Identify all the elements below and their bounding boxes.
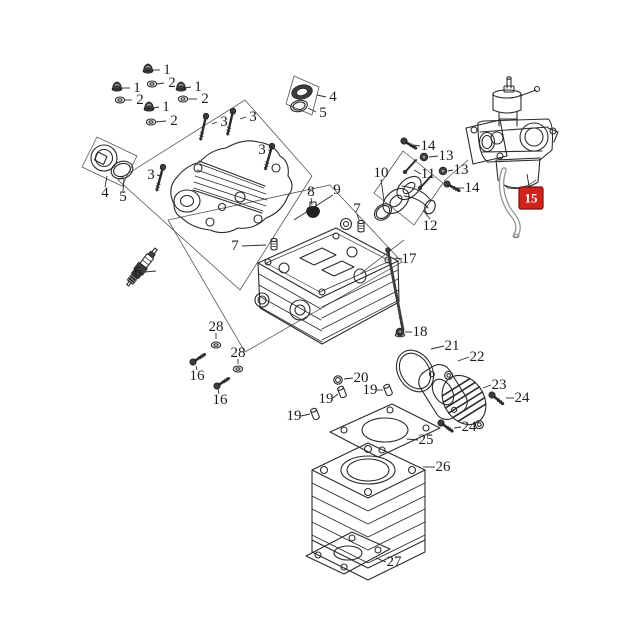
part-label-7[interactable]: 7 <box>231 238 239 254</box>
part-label-1[interactable]: 1 <box>162 99 170 115</box>
fuel-hose <box>498 167 521 239</box>
leader-lines <box>104 69 530 563</box>
part-label-5[interactable]: 5 <box>319 105 327 121</box>
part-label-1[interactable]: 1 <box>163 62 171 78</box>
rings-box-left <box>81 136 138 187</box>
part-label-20[interactable]: 20 <box>354 370 369 386</box>
part-label-28[interactable]: 28 <box>209 319 224 335</box>
part-label-2[interactable]: 2 <box>170 113 178 129</box>
assembly-line-manifold <box>359 239 405 275</box>
part-label-9[interactable]: 9 <box>333 182 341 198</box>
part-label-2[interactable]: 2 <box>136 92 144 108</box>
group-outline-head-cover <box>117 99 313 291</box>
part-label-14[interactable]: 14 <box>465 180 481 196</box>
part-label-7[interactable]: 7 <box>353 201 361 217</box>
cover-gasket-22 <box>418 364 468 420</box>
part-label-21[interactable]: 21 <box>445 338 460 354</box>
highlighted-part-box[interactable] <box>518 186 544 210</box>
part-label-4[interactable]: 4 <box>101 185 109 201</box>
part-label-13[interactable]: 13 <box>454 162 469 178</box>
part-label-24[interactable]: 24 <box>462 419 478 435</box>
head-gasket-25 <box>329 403 441 458</box>
part-label-3[interactable]: 3 <box>258 142 266 158</box>
part-label-1[interactable]: 1 <box>194 79 202 95</box>
part-label-10[interactable]: 10 <box>374 165 389 181</box>
part-label-18[interactable]: 18 <box>413 324 428 340</box>
part-label-17[interactable]: 17 <box>402 251 418 267</box>
part-label-15[interactable]: 15 <box>525 191 539 206</box>
part-label-22[interactable]: 22 <box>470 349 485 365</box>
part-label-23[interactable]: 23 <box>492 377 507 393</box>
part-label-25[interactable]: 25 <box>419 432 434 448</box>
part-label-4[interactable]: 4 <box>329 89 337 105</box>
part-label-19[interactable]: 19 <box>287 408 302 424</box>
part-label-6[interactable]: 6 <box>134 264 142 280</box>
part-label-5[interactable]: 5 <box>119 189 127 205</box>
part-label-2[interactable]: 2 <box>168 75 176 91</box>
part-label-19[interactable]: 19 <box>319 391 334 407</box>
rings-box-right <box>285 75 320 116</box>
part-label-27[interactable]: 27 <box>387 554 403 570</box>
base-gasket-27 <box>305 531 391 575</box>
side-cover-23 <box>441 370 487 430</box>
part-label-16[interactable]: 16 <box>190 368 206 384</box>
group-outline-cylinder-head <box>167 184 403 353</box>
part-label-19[interactable]: 19 <box>363 382 378 398</box>
part-label-8[interactable]: 8 <box>307 184 315 200</box>
spark-plug <box>126 247 158 287</box>
part-label-3[interactable]: 3 <box>147 167 155 183</box>
cylinder-head <box>254 217 400 345</box>
part-label-24[interactable]: 24 <box>515 390 531 406</box>
part-label-14[interactable]: 14 <box>421 138 437 154</box>
grommet-seal <box>306 201 320 218</box>
part-label-1[interactable]: 1 <box>133 80 141 96</box>
part-label-2[interactable]: 2 <box>201 91 209 107</box>
part-label-13[interactable]: 13 <box>439 148 454 164</box>
head-stud-17 <box>385 247 405 332</box>
carburetor <box>465 76 559 198</box>
intake-manifold-group <box>373 150 444 226</box>
o-ring-21 <box>395 349 435 393</box>
part-label-3[interactable]: 3 <box>249 109 257 125</box>
o-ring-20 <box>333 375 343 385</box>
part-label-28[interactable]: 28 <box>231 345 246 361</box>
part-label-16[interactable]: 16 <box>213 392 229 408</box>
part-label-12[interactable]: 12 <box>423 218 438 234</box>
part-label-3[interactable]: 3 <box>220 114 228 130</box>
assembly-line-carb <box>443 159 469 182</box>
part-label-26[interactable]: 26 <box>436 459 452 475</box>
stud-nut-18 <box>394 327 406 338</box>
part-label-11[interactable]: 11 <box>421 166 435 182</box>
cylinder-head-cover <box>170 140 293 234</box>
cylinder-block <box>311 442 426 581</box>
